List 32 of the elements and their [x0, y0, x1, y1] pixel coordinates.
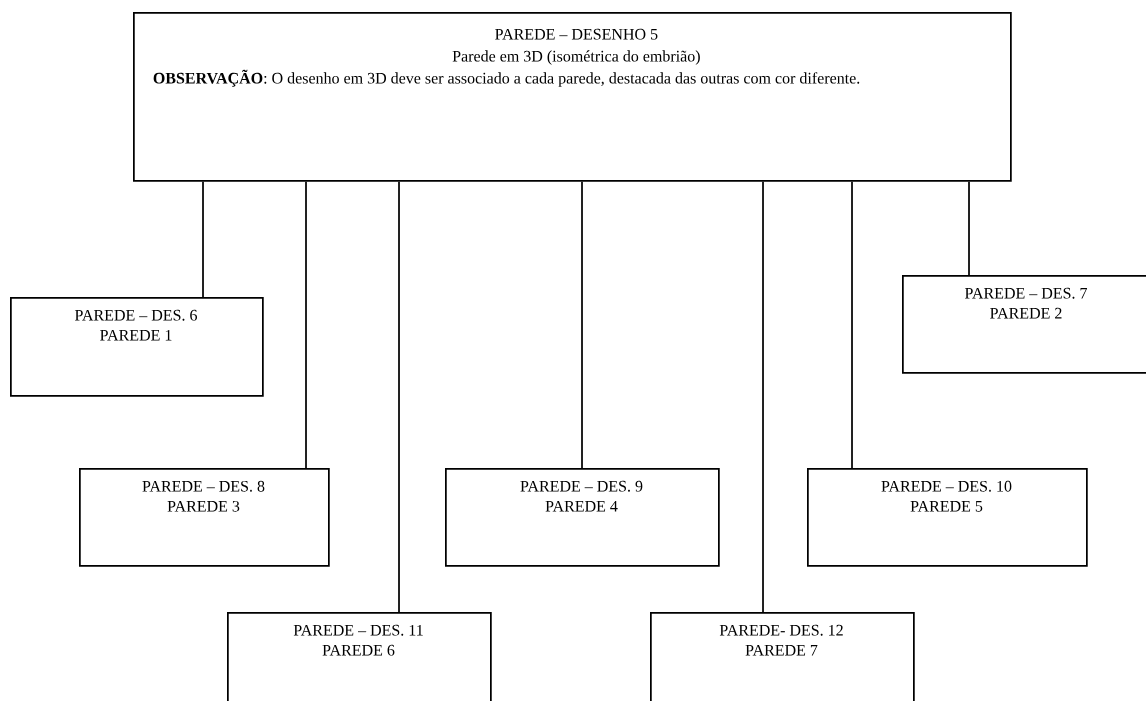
connector-line: [762, 180, 764, 613]
connector-line: [968, 180, 970, 276]
box-label: PAREDE 5: [910, 500, 983, 512]
connector-line: [305, 180, 307, 469]
process-box: [650, 612, 915, 701]
connector-line: [851, 180, 853, 469]
box-label: PAREDE – DES. 9: [520, 480, 643, 492]
heading-text: PAREDE – DESENHO 5: [495, 28, 658, 40]
box-label: PAREDE 3: [167, 500, 240, 512]
process-box: [10, 297, 264, 397]
box-label: PAREDE – DES. 7: [965, 287, 1087, 299]
connector-line: [398, 180, 400, 613]
process-box: [133, 12, 1012, 182]
box-label: PAREDE 7: [745, 644, 818, 656]
box-label: PAREDE 4: [545, 500, 618, 512]
process-box: [902, 275, 1146, 374]
process-box: [807, 468, 1088, 567]
process-box: [79, 468, 330, 567]
connector-line: [202, 180, 204, 298]
box-label: PAREDE- DES. 12: [719, 624, 843, 636]
connector-line: [581, 180, 583, 469]
process-box: [227, 612, 492, 701]
process-box: [445, 468, 720, 567]
box-label: PAREDE 1: [100, 329, 172, 341]
heading-text: Parede em 3D (isométrica do embrião): [452, 50, 700, 65]
box-label: PAREDE – DES. 10: [881, 480, 1012, 492]
box-label: PAREDE – DES. 6: [74, 309, 197, 321]
box-label: PAREDE – DES. 11: [293, 624, 423, 636]
box-label: PAREDE 6: [322, 644, 395, 656]
box-label: PAREDE 2: [990, 307, 1062, 319]
note-text: OBSERVAÇÃO: O desenho em 3D deve ser associado a cada parede, destacada das outras com cor diferente.: [153, 69, 860, 87]
box-label: PAREDE – DES. 8: [142, 480, 265, 492]
